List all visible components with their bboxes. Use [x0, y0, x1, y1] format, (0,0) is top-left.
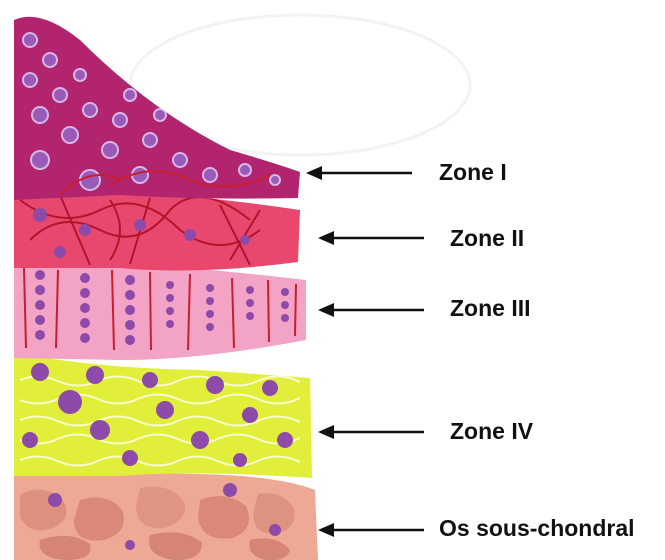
zone-1-label: Zone I — [439, 161, 507, 184]
zone-3-layer — [14, 262, 306, 360]
zone-4-layer — [14, 352, 312, 478]
zone-2-label: Zone II — [450, 227, 524, 250]
subchondral-bone-label: Os sous-chondral — [439, 517, 635, 540]
arrow-zone-2 — [318, 231, 424, 245]
arrows — [306, 166, 424, 537]
arrow-zone-1 — [306, 166, 412, 180]
arrow-subchondral-bone — [318, 523, 424, 537]
zone-1-layer — [14, 17, 300, 200]
arrow-zone-4 — [318, 425, 424, 439]
subchondral-bone-layer — [14, 473, 318, 560]
zone-4-label: Zone IV — [450, 420, 533, 443]
zone-2-layer — [14, 190, 300, 270]
zone-3-label: Zone III — [450, 297, 531, 320]
arrow-zone-3 — [318, 303, 424, 317]
